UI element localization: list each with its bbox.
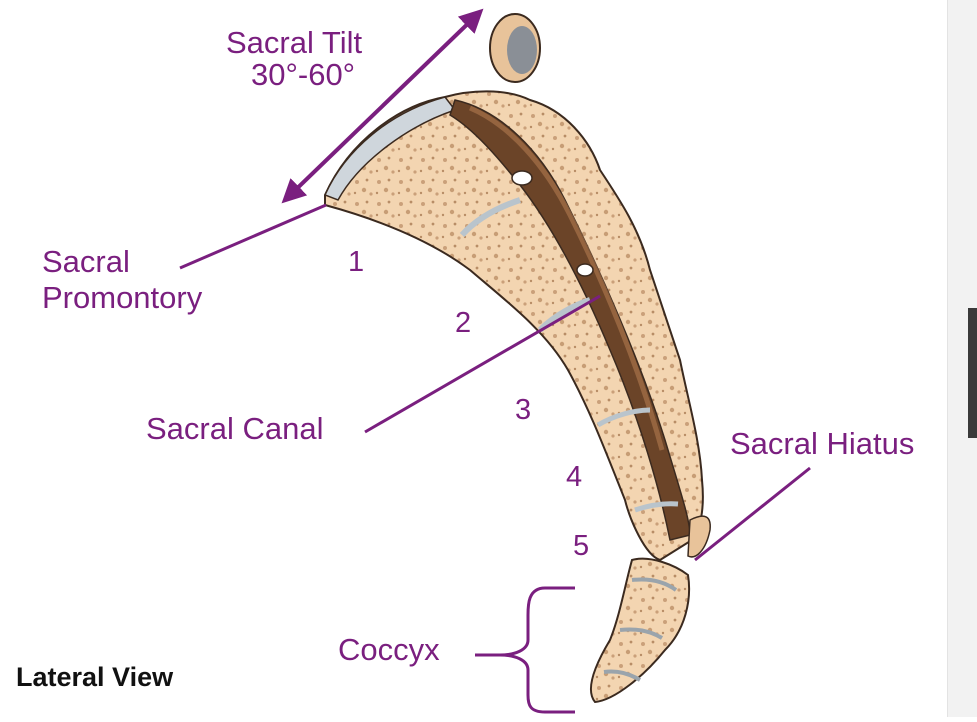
promontory-label: Sacral Promontory bbox=[42, 244, 202, 316]
segment-2-label: 2 bbox=[455, 307, 471, 339]
segment-1-label: 1 bbox=[348, 246, 364, 278]
sacral-hiatus-label: Sacral Hiatus bbox=[730, 426, 914, 462]
coccyx-label: Coccyx bbox=[338, 632, 440, 668]
segment-5-label: 5 bbox=[573, 530, 589, 562]
promontory-line2: Promontory bbox=[42, 280, 202, 316]
promontory-line1: Sacral bbox=[42, 244, 202, 280]
view-caption: Lateral View bbox=[16, 662, 173, 693]
sacral-canal-label: Sacral Canal bbox=[146, 411, 323, 447]
coccyx-brace bbox=[500, 588, 575, 712]
segment-3-label: 3 bbox=[515, 394, 531, 426]
hiatus-leader bbox=[695, 468, 810, 560]
segment-4-label: 4 bbox=[566, 461, 582, 493]
sacral-tilt-label: Sacral Tilt 30°-60° bbox=[226, 25, 362, 93]
tilt-title: Sacral Tilt bbox=[226, 25, 362, 61]
scroll-handle[interactable] bbox=[968, 308, 977, 438]
tilt-range: 30°-60° bbox=[226, 57, 362, 93]
